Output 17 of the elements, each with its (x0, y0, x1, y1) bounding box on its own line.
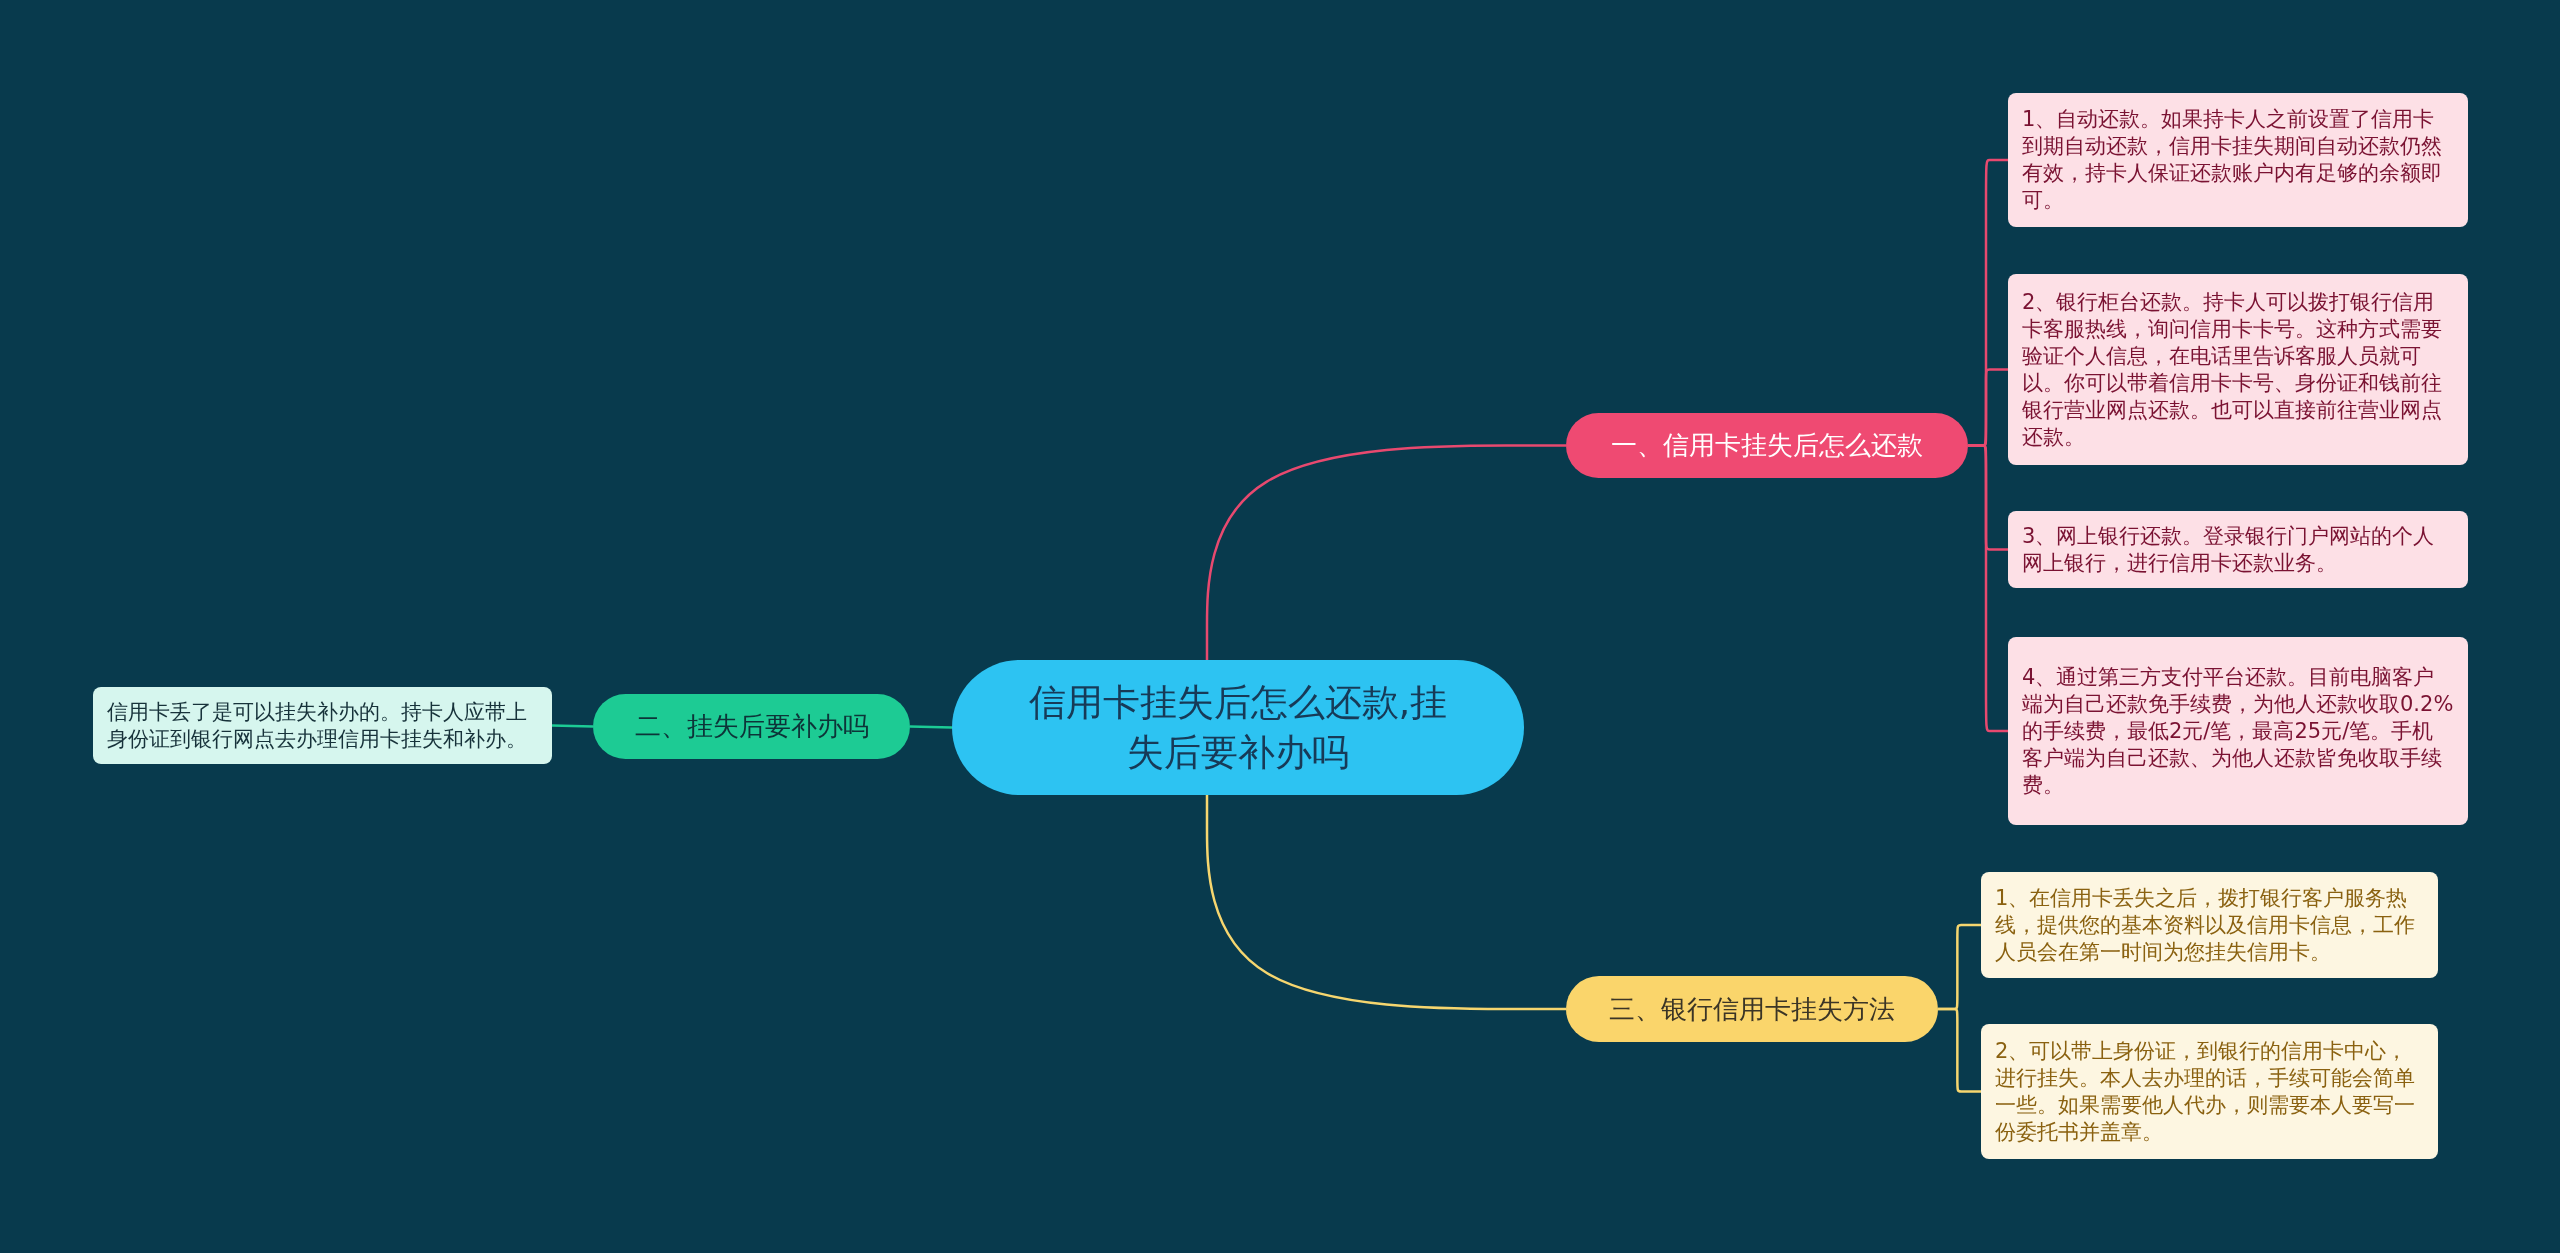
subtopic-card: 1、自动还款。如果持卡人之前设置了信用卡到期自动还款，信用卡挂失期间自动还款仍然有效，持卡人保证还款账户内有足够的余额即可。 (2008, 93, 2468, 227)
topic-pill: 一、信用卡挂失后怎么还款 (1566, 413, 1968, 478)
connector-line (551, 724, 594, 728)
topic-pill: 二、挂失后要补办吗 (593, 694, 910, 759)
connector-line (1205, 793, 1566, 1011)
connector-line (1968, 444, 2008, 733)
connector-line (909, 725, 953, 729)
subtopic-card: 3、网上银行还款。登录银行门户网站的个人网上银行，进行信用卡还款业务。 (2008, 511, 2468, 588)
subtopic-card: 2、银行柜台还款。持卡人可以拨打银行信用卡客服热线，询问信用卡卡号。这种方式需要验证个人信息，在电话里告诉客服人员就可以。你可以带着信用卡卡号、身份证和钱前往银行营业网点还款。也可以直接前往营业网点还款。 (2008, 274, 2468, 465)
subtopic-card: 信用卡丢了是可以挂失补办的。持卡人应带上身份证到银行网点去办理信用卡挂失和补办。 (93, 687, 552, 764)
connector-line (1205, 444, 1566, 662)
subtopic-card: 4、通过第三方支付平台还款。目前电脑客户端为自己还款免手续费，为他人还款收取0.2%的手续费，最低2元/笔，最高25元/笔。手机客户端为自己还款、为他人还款皆免收取手续费。 (2008, 637, 2468, 825)
connector-line (1938, 1007, 1981, 1093)
central-topic: 信用卡挂失后怎么还款,挂失后要补办吗 (952, 660, 1524, 795)
subtopic-card: 1、在信用卡丢失之后，拨打银行客户服务热线，提供您的基本资料以及信用卡信息，工作人员会在第一时间为您挂失信用卡。 (1981, 872, 2438, 978)
topic-pill: 三、银行信用卡挂失方法 (1566, 976, 1938, 1042)
subtopic-card: 2、可以带上身份证，到银行的信用卡中心，进行挂失。本人去办理的话，手续可能会简单一些。如果需要他人代办，则需要本人要写一份委托书并盖章。 (1981, 1024, 2438, 1159)
